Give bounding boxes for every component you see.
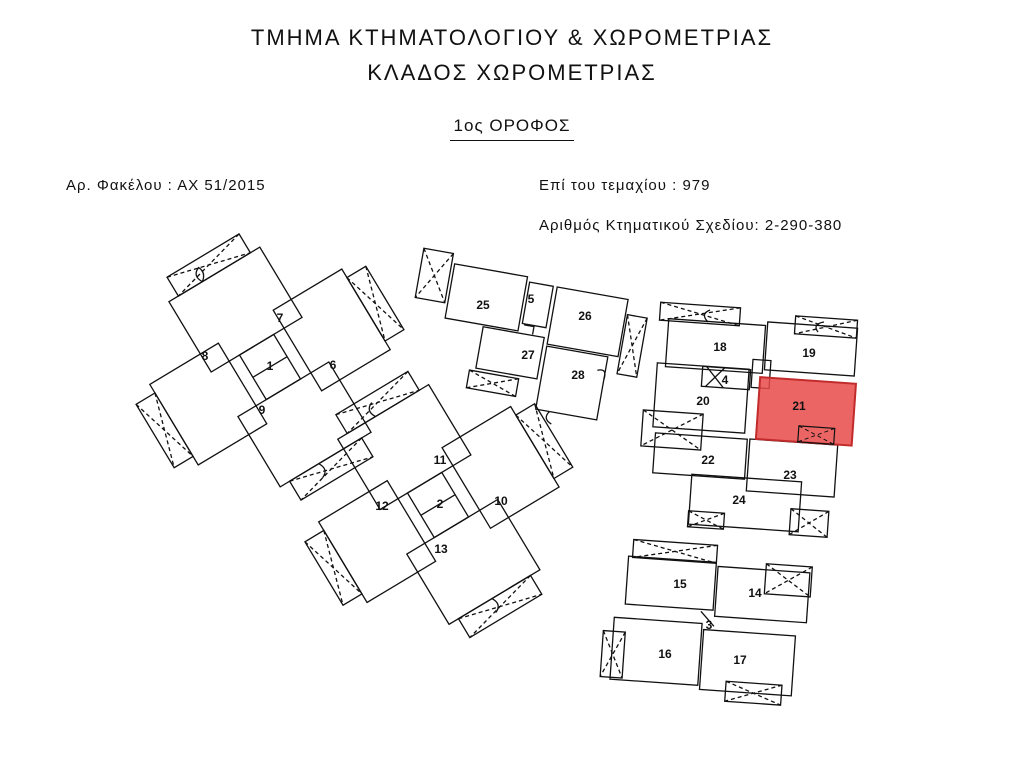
unit-7-label: 7 <box>277 311 284 325</box>
unit-17-label: 17 <box>733 653 747 667</box>
unit-15-label: 15 <box>673 577 687 591</box>
unit-labels: 1 2 3 4 5 6 7 8 9 10 11 12 13 14 15 16 1… <box>202 292 816 667</box>
unit-20-label: 20 <box>696 394 710 408</box>
unit-24-label: 24 <box>732 493 746 507</box>
unit-3-label: 3 <box>706 618 713 632</box>
unit-4-label: 4 <box>722 373 729 387</box>
unit-26-label: 26 <box>578 309 592 323</box>
unit-19-label: 19 <box>802 346 816 360</box>
unit-21-label: 21 <box>792 399 806 413</box>
unit-6-outline <box>273 269 390 391</box>
unit-18-label: 18 <box>713 340 727 354</box>
floor-label: 1ος ΟΡΟΦΟΣ <box>449 116 575 141</box>
unit-22-label: 22 <box>701 453 715 467</box>
unit-2-label: 2 <box>437 497 444 511</box>
unit-28-label: 28 <box>571 368 585 382</box>
unit-14-label: 14 <box>748 586 762 600</box>
floor-heading: 1ος ΟΡΟΦΟΣ <box>0 116 1024 141</box>
unit-9-outline <box>238 362 371 487</box>
unit-1-label: 1 <box>267 359 274 373</box>
plot-number: Επί του τεμαχίου : 979 <box>539 177 711 194</box>
unit-16-label: 16 <box>658 647 672 661</box>
unit-8-label: 8 <box>202 349 209 363</box>
file-number: Αρ. Φακέλου : ΑΧ 51/2015 <box>66 177 266 194</box>
unit-12-label: 12 <box>375 499 389 513</box>
unit-10-label: 10 <box>494 494 508 508</box>
unit-7-outline <box>169 247 302 372</box>
unit-9-label: 9 <box>259 403 266 417</box>
block-5 <box>599 538 813 707</box>
unit-13-label: 13 <box>434 542 448 556</box>
branch-title: ΚΛΑΔΟΣ ΧΩΡΟΜΕΤΡΙΑΣ <box>367 60 657 85</box>
unit-5-label: 5 <box>528 292 535 306</box>
block-1 <box>88 187 452 548</box>
unit-27-label: 27 <box>521 348 535 362</box>
block-2 <box>257 324 621 685</box>
unit-23-label: 23 <box>783 468 797 482</box>
unit-21-highlight <box>756 377 856 446</box>
unit-11-label: 11 <box>434 453 447 467</box>
block-3 <box>398 248 653 437</box>
unit-25-label: 25 <box>476 298 490 312</box>
unit-6-label: 6 <box>330 358 337 372</box>
department-title: ΤΜΗΜΑ ΚΤΗΜΑΤΟΛΟΓΙΟΥ & ΧΩΡΟΜΕΤΡΙΑΣ <box>250 25 774 50</box>
cadastral-plan-number: Αριθμός Κτηματικού Σχεδίου: 2-290-380 <box>539 217 843 234</box>
